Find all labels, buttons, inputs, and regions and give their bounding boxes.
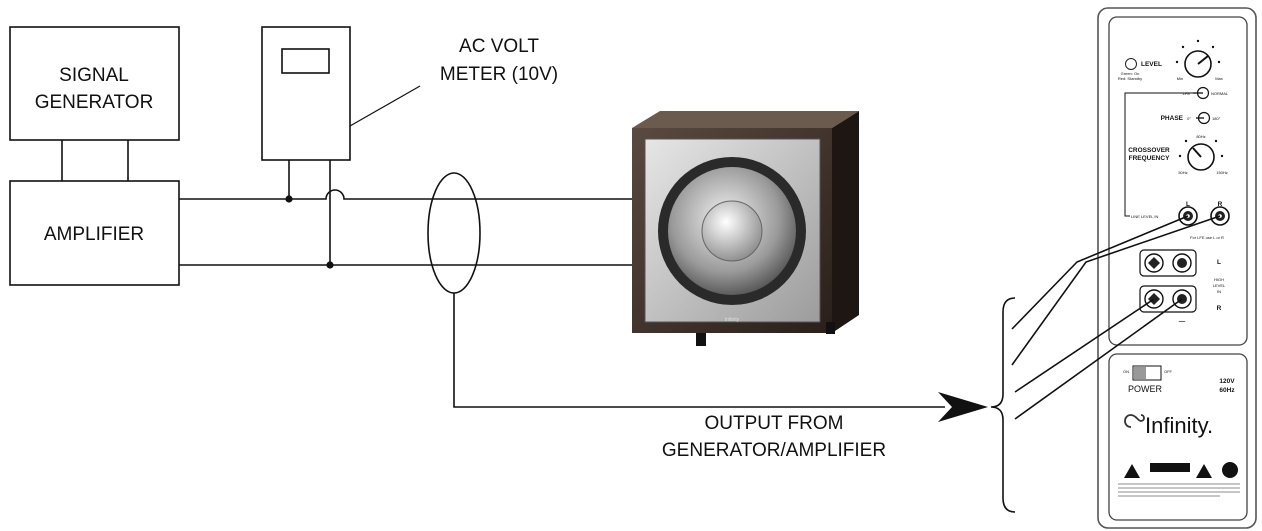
- level-note-2: Red: Standby: [1118, 76, 1142, 81]
- curly-brace: [990, 297, 1016, 513]
- level-scale-dots: [1175, 39, 1221, 64]
- meter-callout-line: [349, 85, 421, 127]
- normal-label: NORMAL: [1211, 91, 1229, 96]
- subwoofer-foot-right: [826, 322, 835, 334]
- panel-connection-wires: [1011, 215, 1221, 420]
- subwoofer-side-face: [832, 111, 859, 333]
- signal-wire-top: [179, 189, 632, 200]
- subwoofer-badge: Infinity: [725, 317, 740, 323]
- minus-label: —: [1179, 318, 1186, 325]
- signal-generator-label-line1: SIGNAL: [59, 65, 129, 86]
- level-knob-pointer: [1197, 55, 1209, 65]
- rear-panel: LEVEL Green: On Red: Standby Min Max LFE…: [1097, 7, 1257, 529]
- subwoofer-foot-left: [696, 333, 706, 346]
- lfe-note: For LFE use L or R: [1190, 235, 1224, 240]
- high-level-label-3: IN: [1217, 289, 1221, 294]
- crossover-label-2: FREQUENCY: [1129, 155, 1170, 162]
- level-led: [1125, 58, 1137, 70]
- line-level-in-label: LINE LEVEL IN: [1131, 214, 1159, 219]
- amplifier-label: AMPLIFIER: [44, 224, 144, 245]
- power-off-label: OFF: [1164, 369, 1173, 374]
- meter-display: [281, 48, 330, 74]
- power-on-label: ON: [1123, 369, 1129, 374]
- lightning-warning-icon: [1196, 464, 1212, 478]
- crossover-knob-pointer: [1192, 147, 1202, 158]
- high-r-label: R: [1217, 305, 1222, 312]
- power-label: POWER: [1128, 384, 1163, 394]
- junction-dot-bottom: [326, 261, 334, 269]
- junction-dot-top: [285, 195, 293, 203]
- power-switch-rocker: [1134, 367, 1146, 379]
- signal-generator-box: SIGNAL GENERATOR: [9, 26, 180, 141]
- phase-0-label: 0°: [1187, 116, 1191, 121]
- certification-icon: [1222, 462, 1238, 478]
- level-min-label: Min: [1177, 76, 1183, 81]
- crossover-label-1: CROSSOVER: [1128, 147, 1170, 154]
- high-level-label-2: LEVEL: [1213, 283, 1226, 288]
- level-note-1: Green: On: [1121, 71, 1140, 76]
- high-level-terminal-r[interactable]: [1139, 285, 1197, 313]
- fine-print-lines: [1118, 483, 1240, 497]
- crossover-150hz-label: 150Hz: [1216, 170, 1228, 175]
- amplifier-box: AMPLIFIER: [9, 180, 180, 286]
- meter-label-line2: METER (10V): [440, 64, 558, 85]
- panel-power-section: [1108, 353, 1248, 521]
- high-l-label: L: [1217, 259, 1221, 266]
- high-level-label-1: HIGH: [1214, 277, 1224, 282]
- lfe-bracket-line: [1124, 92, 1196, 217]
- warning-triangle-icon: [1124, 464, 1140, 478]
- meter-label-line1: AC VOLT: [459, 36, 539, 57]
- level-max-label: Max: [1215, 76, 1223, 81]
- phase-180-label: 180°: [1212, 116, 1221, 121]
- wire-to-rca-r: [1011, 215, 1221, 366]
- output-wire: [453, 293, 945, 408]
- voltage-label: 120V: [1219, 378, 1235, 385]
- output-label-line2: GENERATOR/AMPLIFIER: [662, 440, 886, 461]
- wire-to-high-r-plus: [1014, 298, 1155, 393]
- cable-bundle-ellipse: [427, 172, 481, 294]
- subwoofer-top-face: [632, 111, 859, 128]
- caution-label: CAUTION: [1156, 466, 1183, 472]
- phase-label: PHASE: [1161, 115, 1184, 122]
- wire-to-high-r-minus: [1014, 298, 1183, 420]
- high-level-terminal-l[interactable]: [1139, 249, 1197, 277]
- crossover-50hz-label: 50Hz: [1178, 170, 1187, 175]
- frequency-label: 60Hz: [1219, 387, 1235, 394]
- crossover-scale-dots: [1178, 139, 1224, 158]
- output-arrowhead: [938, 392, 988, 422]
- wire-to-rca-l: [1011, 215, 1189, 330]
- brand-label: Infinity.: [1145, 413, 1213, 438]
- ac-volt-meter: [261, 26, 351, 269]
- signal-generator-label-line2: GENERATOR: [35, 92, 154, 113]
- infinity-logo-icon: [1124, 414, 1145, 428]
- rca-l-label: L: [1186, 201, 1190, 208]
- caution-badge: [1150, 463, 1190, 472]
- level-label: LEVEL: [1141, 61, 1162, 68]
- output-label-line1: OUTPUT FROM: [705, 413, 844, 434]
- crossover-80hz-label: 80Hz: [1196, 134, 1205, 139]
- woofer-dust-cap: [701, 200, 763, 262]
- subwoofer: Infinity: [632, 111, 859, 346]
- rca-r-label: R: [1218, 201, 1223, 208]
